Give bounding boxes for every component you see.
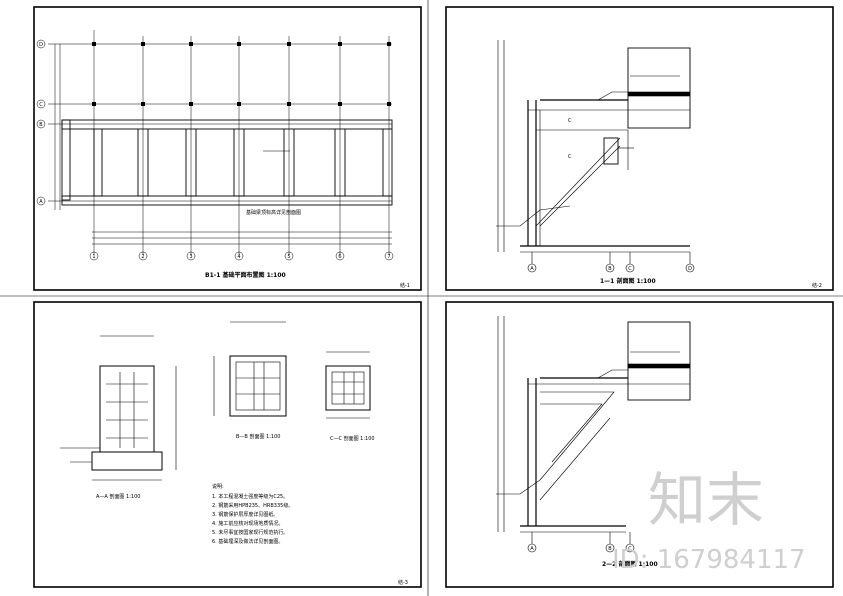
panel-frame-details (33, 301, 422, 588)
note-1: 1. 本工程混凝土强度等级为C25。 (212, 493, 288, 500)
section-1-title: 1—1 剖面图 1:100 (600, 277, 656, 285)
plan-axis-a: A (39, 199, 43, 205)
plan-axis-7: 7 (387, 254, 390, 260)
detail-a-a-title: A—A 剖面图 1:100 (96, 493, 140, 500)
plan-axis-3: 3 (189, 254, 192, 260)
plan-axis-b: B (39, 122, 43, 128)
note-3: 3. 钢筋保护层厚度详见图纸。 (212, 511, 278, 518)
section-1-drawing (496, 40, 695, 273)
details-sheet-number: 结-3 (398, 579, 408, 586)
detail-a-a (60, 335, 177, 481)
watermark-id: ID: 167984117 (612, 545, 806, 575)
section-1-sheet-number: 结-2 (812, 282, 822, 289)
section-2-axis-a: A (530, 546, 534, 552)
section-1-axis-b: B (608, 266, 612, 272)
section-1-mark-bottom: C (568, 154, 572, 160)
section-2-axis-c: C (628, 546, 632, 552)
plan-axis-6: 6 (338, 254, 341, 260)
detail-c-c-title: C—C 剖面图 1:100 (330, 435, 375, 442)
panel-frame-section-1 (445, 6, 834, 291)
section-1-axis-d: D (688, 266, 692, 272)
notes-heading: 说明: (212, 483, 224, 490)
note-5: 5. 未尽事宜按国家现行规范执行。 (212, 529, 288, 536)
plan-axis-2: 2 (141, 254, 144, 260)
section-1-axis-a: A (530, 266, 534, 272)
plan-title: B1-1 基础平面布置图 1:100 (205, 271, 286, 279)
plan-axis-d: D (39, 42, 43, 48)
note-2: 2. 钢筋采用HPB235、HRB335级。 (212, 502, 293, 509)
section-1-axis-c: C (628, 266, 632, 272)
note-4: 4. 施工前应核对现场地质情况。 (212, 520, 283, 527)
section-2-axis-b: B (608, 546, 612, 552)
detail-b-b (213, 321, 287, 417)
detail-c-c (325, 351, 371, 419)
section-1-mark-top: C (568, 118, 572, 124)
plan-axis-4: 4 (237, 254, 240, 260)
detail-b-b-title: B—B 剖面图 1:100 (236, 433, 280, 440)
plan-axis-labels: 1 2 3 4 5 6 7 D C B A (39, 42, 391, 260)
section-1-axis-labels: A B C D (530, 266, 692, 272)
section-2-title: 2—2 剖面图 1:100 (602, 560, 658, 568)
plan-sheet-number: 结-1 (400, 282, 410, 289)
plan-axis-5: 5 (287, 254, 290, 260)
plan-axis-1: 1 (92, 254, 95, 260)
watermark-brand: 知末 (648, 466, 764, 534)
plan-note: 基础梁顶标高详见剖面图 (246, 209, 301, 216)
foundation-plan (36, 30, 394, 261)
watermark: 知末 ID: 167984117 (612, 466, 806, 575)
section-2-axis-labels: A B C (530, 546, 632, 552)
note-6: 6. 基础埋深及做法详见剖面图。 (212, 538, 283, 545)
panel-frame-plan (33, 6, 422, 291)
panel-frame-section-2 (445, 301, 834, 588)
section-2-drawing (496, 316, 691, 553)
plan-axis-c: C (39, 102, 43, 108)
